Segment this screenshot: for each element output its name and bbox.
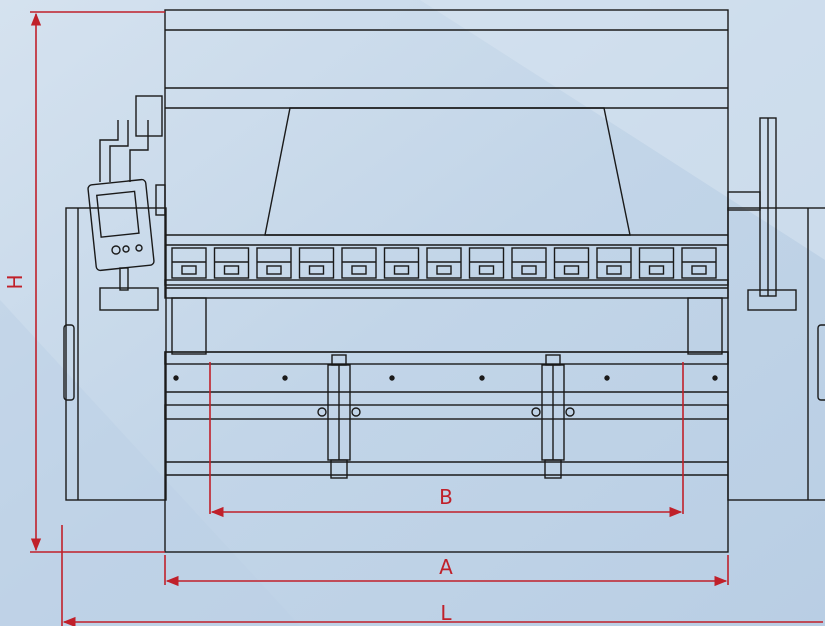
bolt [479, 375, 485, 381]
dimension-lines [30, 11, 823, 626]
table-width-label: A [439, 555, 453, 579]
tool-clamp [681, 247, 717, 279]
tool-clamp [468, 247, 505, 279]
upper-beam [164, 9, 729, 286]
bolt [173, 375, 179, 381]
tool-clamp [596, 247, 632, 279]
tool-clamps [171, 247, 717, 279]
side-cylinder [155, 117, 797, 311]
machine-outline [63, 9, 825, 553]
tool-clamp [171, 247, 207, 279]
left-side-guard [63, 207, 167, 501]
tool-clamp [426, 247, 462, 279]
tool-clamp [553, 247, 590, 279]
tool-clamp [341, 247, 377, 279]
ram-plate [164, 279, 729, 355]
control-pendant [87, 95, 163, 311]
tool-clamp [511, 247, 547, 279]
height-label: H [3, 274, 27, 289]
inner-width-label: B [439, 485, 453, 509]
tool-clamp [213, 247, 250, 279]
tool-clamp [638, 247, 675, 279]
overall-length-label: L [440, 601, 452, 625]
tool-clamp [256, 247, 292, 279]
tool-clamp [298, 247, 335, 279]
bolt [604, 375, 610, 381]
table-bolts [173, 375, 718, 381]
backgauge-finger-left [317, 354, 361, 479]
tool-clamp [383, 247, 420, 279]
lower-table [164, 351, 729, 553]
bolt [712, 375, 718, 381]
backgauge-finger-right [531, 354, 575, 479]
bolt [389, 375, 395, 381]
bolt [282, 375, 288, 381]
